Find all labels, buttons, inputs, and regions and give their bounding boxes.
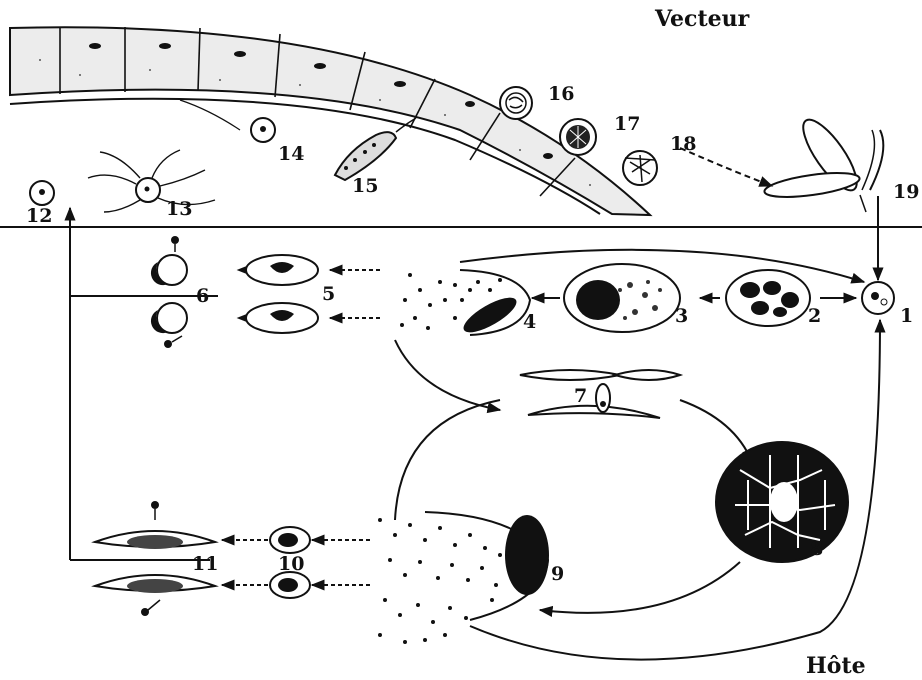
stage-13-exflagellation [88,150,215,212]
label-2: 2 [808,305,821,327]
stage-2-schizont-early [726,270,810,326]
label-8: 8 [810,538,823,560]
stage-10-rbc-upper [270,527,310,553]
stage-6-gametocyte-upper [151,236,187,285]
vector-gut-wall [10,27,650,215]
label-5: 5 [322,283,335,305]
label-12: 12 [26,205,52,227]
stage-17-oocyst-mature [560,119,596,155]
label-16: 16 [548,83,574,105]
stage-5-ring-upper [246,255,318,285]
stage-19-salivary-gland [763,113,883,212]
stage-14-zygote [180,100,275,142]
stage-6-gametocyte-lower [151,303,187,348]
stage-16-oocyst [500,87,532,119]
stage-15-ookinete [335,118,416,180]
label-13: 13 [166,198,192,220]
label-17: 17 [614,113,640,135]
label-18: 18 [670,133,696,155]
stage-11-gametocyte-upper [95,501,215,549]
stage-1-sporozoite-hepatocyte [862,282,894,314]
label-15: 15 [352,175,378,197]
label-3: 3 [675,305,688,327]
label-4: 4 [523,311,536,333]
stage-7-merozoite-invasion [520,370,680,418]
label-9: 9 [551,563,564,585]
arrow-merozoites-7 [395,340,500,410]
arrow-9-7 [395,400,500,520]
stage-18-oocyst-rupturing [623,151,657,185]
stage-9-rbc-rupture [378,512,549,644]
stage-12-macrogamete [30,181,54,205]
stage-5-ring-lower [246,303,318,333]
label-14: 14 [278,143,304,165]
label-1: 1 [900,305,913,327]
stage-11-gametocyte-lower [95,575,215,616]
label-11: 11 [192,553,218,575]
label-6: 6 [196,285,209,307]
stage-3-schizont [564,264,680,332]
arrow-7-8 [680,400,752,462]
label-19: 19 [893,181,919,203]
stage-4-schizont-rupture [400,270,530,339]
label-7: 7 [574,385,587,407]
arrow-8-9 [540,562,740,613]
label-10: 10 [278,553,304,575]
stage-10-rbc-lower [270,572,310,598]
stage-8-schizont [716,442,848,562]
